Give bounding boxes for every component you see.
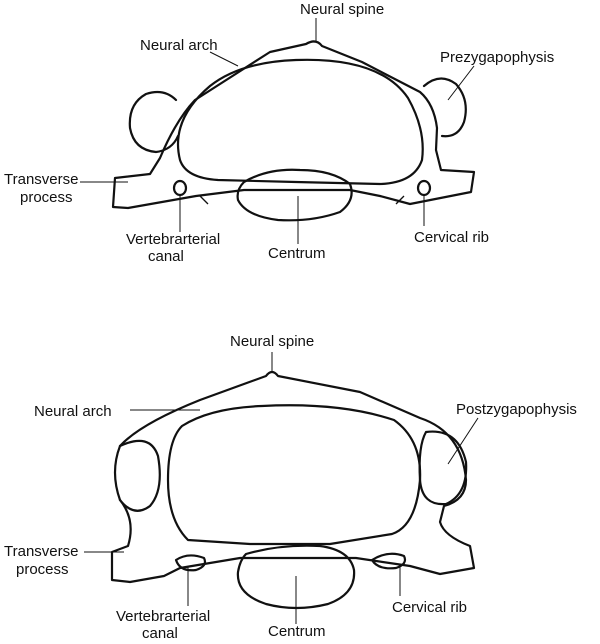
top-prezygapophysis-shape: [422, 77, 467, 138]
bottom-centrum-shape: [236, 544, 356, 610]
bottom-vertebra-outline: [110, 370, 476, 584]
bottom-postzygapophysis-label: Postzygapophysis: [456, 401, 577, 418]
bottom-right-foramen: [370, 552, 407, 570]
bottom-canal-label-1: Vertebrarterial: [116, 608, 210, 625]
bottom-left-foramen: [174, 554, 207, 572]
top-cervical-rib-label: Cervical rib: [414, 229, 489, 246]
top-transverse-label-1: Transverse: [4, 171, 78, 188]
top-vertebra-outline: [111, 40, 476, 210]
top-centrum-label: Centrum: [268, 245, 326, 262]
bottom-vertebra: Neural spine Neural arch Postzygapophysi…: [4, 333, 577, 642]
top-canal-label-2: canal: [148, 248, 184, 265]
top-neural-arch-leader: [209, 51, 239, 67]
bottom-centrum-label: Centrum: [268, 623, 326, 640]
top-left-foramen: [172, 179, 188, 197]
bottom-transverse-label-1: Transverse: [4, 543, 78, 560]
bottom-neural-spine-label: Neural spine: [230, 333, 314, 350]
top-left-zygapophysis: [128, 90, 180, 154]
top-vertebra: Neural spine Neural arch Prezygapophysis…: [4, 1, 554, 265]
top-prezygapophysis-label: Prezygapophysis: [440, 49, 554, 66]
top-neural-canal: [176, 58, 424, 186]
bottom-postzygapophysis-shape: [418, 430, 468, 506]
top-neural-arch-label: Neural arch: [140, 37, 218, 54]
bottom-neural-canal: [166, 404, 422, 546]
bottom-canal-label-2: canal: [142, 625, 178, 642]
bottom-cervical-rib-label: Cervical rib: [392, 599, 467, 616]
top-right-notch: [395, 195, 405, 205]
top-neural-spine-label: Neural spine: [300, 1, 384, 18]
top-prezygapophysis-leader: [447, 65, 475, 101]
bottom-left-zygapophysis: [118, 439, 161, 512]
top-left-notch: [199, 195, 209, 205]
top-centrum-shape: [236, 168, 353, 222]
top-canal-label-1: Vertebrarterial: [126, 231, 220, 248]
top-right-foramen: [416, 179, 432, 197]
bottom-transverse-label-2: process: [16, 561, 69, 578]
bottom-postzygapophysis-leader: [447, 417, 479, 465]
bottom-neural-arch-label: Neural arch: [34, 403, 112, 420]
top-transverse-label-2: process: [20, 189, 73, 206]
